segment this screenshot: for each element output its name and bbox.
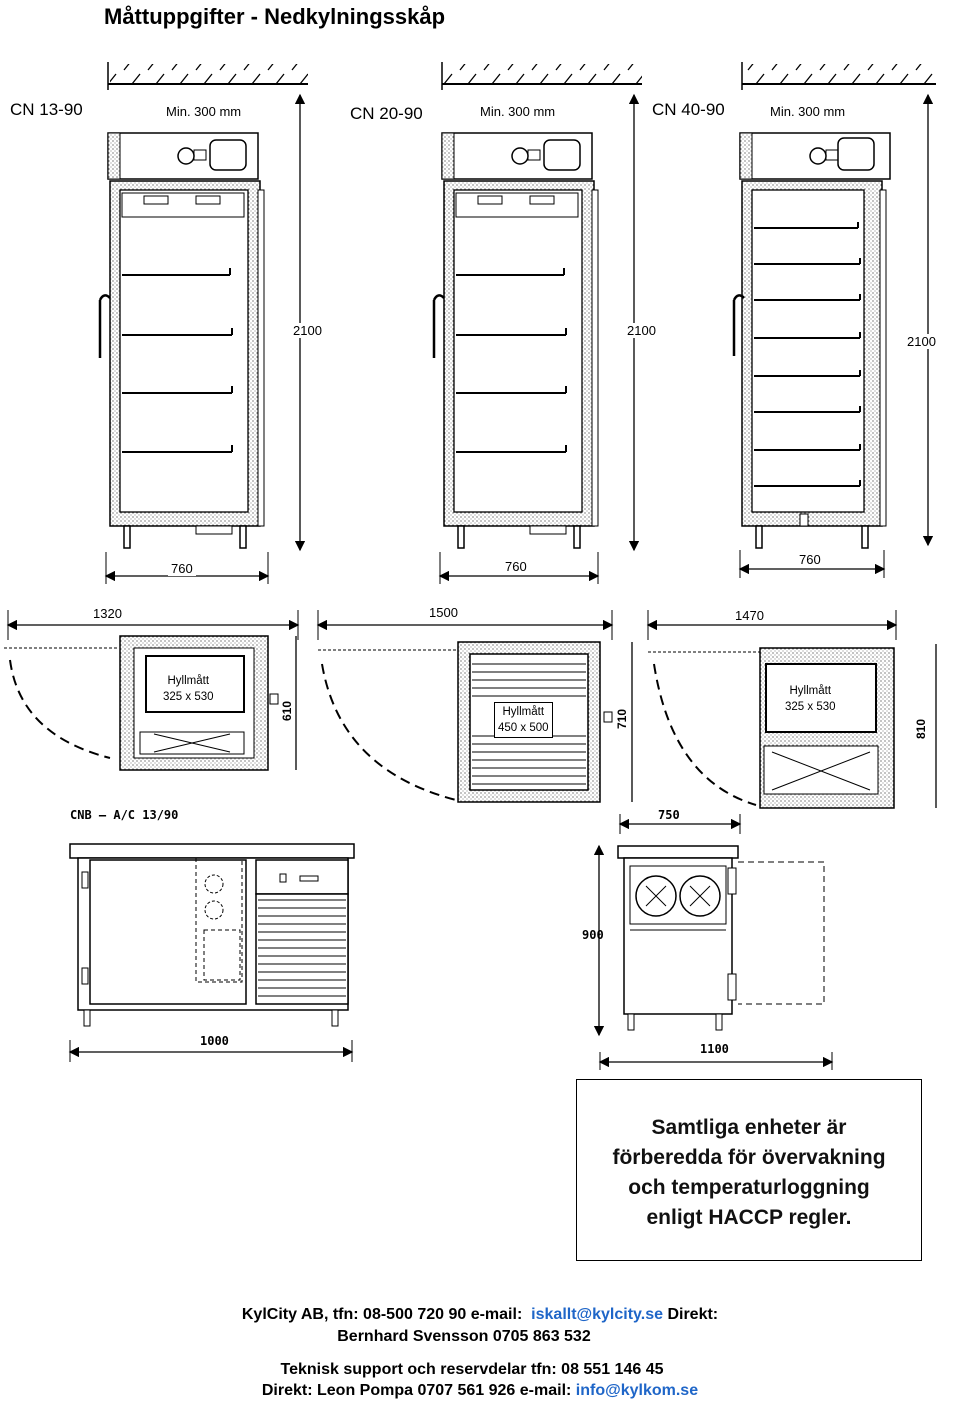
plan-depth-1: 610 bbox=[280, 700, 295, 722]
model-label-3: CN 40-90 bbox=[652, 100, 725, 119]
cabinet-elevation-1 bbox=[98, 62, 308, 584]
shelf-size-3: Hyllmått 325 x 530 bbox=[782, 682, 839, 716]
counter-front-view bbox=[68, 843, 355, 1062]
contact-line-2: Direkt: Leon Pompa 0707 561 926 e-mail: … bbox=[261, 1382, 699, 1399]
support-line: Teknisk support och reservdelar tfn: 08 … bbox=[280, 1361, 664, 1378]
shelf-size-1: Hyllmått 325 x 530 bbox=[160, 672, 217, 706]
cabinet-elevation-2 bbox=[432, 62, 642, 584]
width-dim-3: 760 bbox=[796, 552, 824, 567]
min-clearance-1: Min. 300 mm bbox=[166, 104, 242, 119]
min-clearance-2: Min. 300 mm bbox=[480, 104, 556, 119]
counter-model-label: CNB – A/C 13/90 bbox=[70, 808, 179, 822]
counter-side-view bbox=[593, 814, 834, 1070]
cabinet-elevation-3 bbox=[732, 62, 936, 578]
width-dim-2: 760 bbox=[502, 559, 530, 574]
plan-depth-3: 810 bbox=[914, 718, 929, 740]
contact-line-1: KylCity AB, tfn: 08-500 720 90 e-mail: i… bbox=[241, 1306, 719, 1323]
technical-drawing bbox=[4, 62, 937, 1070]
page-title: Måttuppgifter - Nedkylningsskåp bbox=[104, 4, 446, 29]
shelf-size-2: Hyllmått 450 x 500 bbox=[494, 702, 553, 738]
haccp-notice: Samtliga enheter är förberedda för överv… bbox=[576, 1079, 922, 1261]
model-label-1: CN 13-90 bbox=[10, 100, 83, 119]
plan-view-2 bbox=[316, 610, 633, 803]
email-link-2[interactable]: info@kylkom.se bbox=[575, 1382, 699, 1399]
contact-person-1: Bernhard Svensson 0705 863 532 bbox=[337, 1328, 591, 1345]
counter-side-width-dim: 1100 bbox=[700, 1042, 729, 1056]
plan-span-2: 1500 bbox=[426, 605, 461, 620]
plan-view-1 bbox=[4, 610, 300, 771]
min-clearance-3: Min. 300 mm bbox=[770, 104, 846, 119]
height-dim-2: 2100 bbox=[624, 323, 659, 338]
height-dim-1: 2100 bbox=[290, 323, 325, 338]
plan-span-1: 1320 bbox=[90, 606, 125, 621]
counter-height-dim: 900 bbox=[582, 928, 604, 942]
email-link-1[interactable]: iskallt@kylcity.se bbox=[531, 1306, 663, 1323]
width-dim-1: 760 bbox=[168, 561, 196, 576]
counter-depth-dim: 750 bbox=[658, 808, 680, 822]
height-dim-3: 2100 bbox=[904, 334, 939, 349]
plan-span-3: 1470 bbox=[732, 608, 767, 623]
counter-width-dim: 1000 bbox=[200, 1034, 229, 1048]
plan-depth-2: 710 bbox=[615, 708, 630, 730]
model-label-2: CN 20-90 bbox=[350, 104, 423, 123]
